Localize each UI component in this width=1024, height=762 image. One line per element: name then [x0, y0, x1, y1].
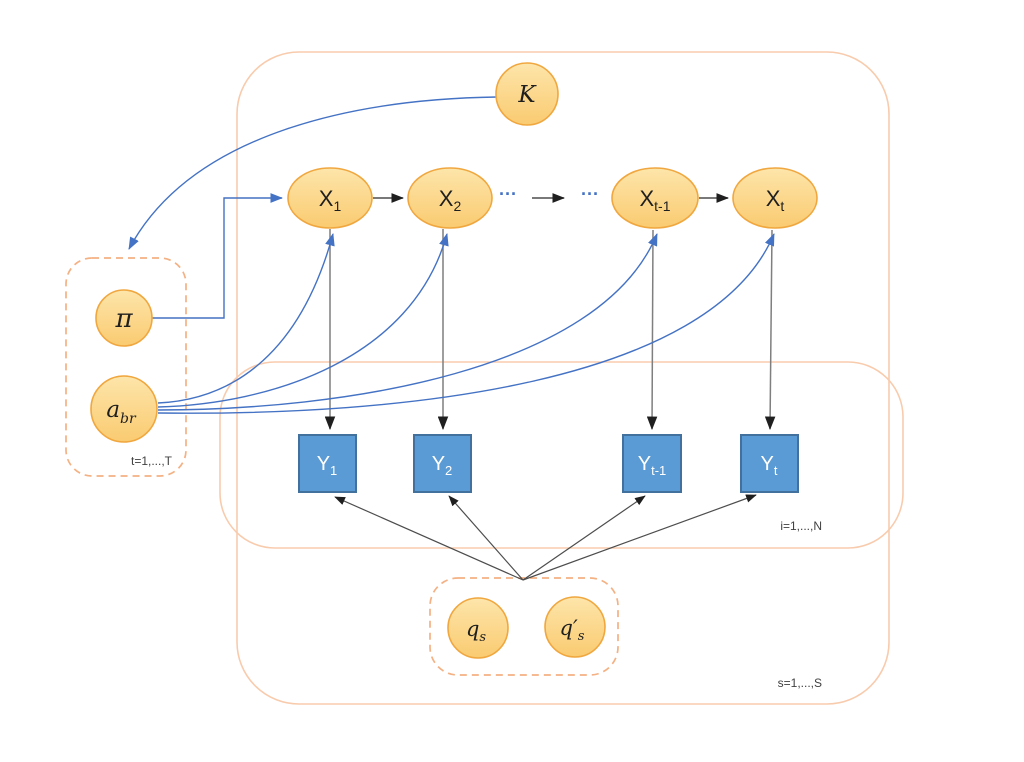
node-qs-sub: s [479, 630, 486, 645]
node-pi-circle [95, 289, 153, 347]
node-k-circle [495, 62, 559, 126]
plate-t-dashed [65, 257, 187, 477]
plate-s-label: s=1,...,S [778, 676, 822, 690]
node-yt1-square [622, 434, 682, 493]
chain-ellipsis-right: ··· [581, 184, 599, 204]
edge-xt-yt [764, 229, 776, 431]
node-yt1: Yt-1 [622, 434, 682, 493]
node-k: K [495, 62, 559, 126]
node-k-label: K [517, 82, 537, 108]
node-x1-sub: 1 [333, 198, 341, 214]
node-qprimes-base: q′ [560, 616, 578, 640]
node-qs-label: qs [466, 617, 486, 645]
node-yt-sub: t [774, 463, 778, 478]
node-y2-base: Y [432, 453, 445, 475]
node-x2-base: X [439, 186, 454, 211]
node-qs-base: q [466, 617, 479, 641]
node-xt-sub: t [780, 198, 784, 214]
node-qprimes: q′s [544, 596, 606, 658]
edge-q-yt [522, 494, 757, 581]
node-yt1-label: Yt-1 [638, 453, 667, 478]
node-qprimes-circle [544, 596, 606, 658]
node-x1: X1 [287, 167, 373, 229]
node-x1-ellipse [287, 167, 373, 229]
edge-q-y1 [334, 496, 524, 581]
edge-abr-x2 [157, 233, 449, 408]
plate-q-dashed [429, 577, 619, 676]
node-x2: X2 [407, 167, 493, 229]
node-qprimes-sub: s [578, 629, 585, 644]
edge-abr-xt [157, 233, 775, 414]
node-xt-base: X [766, 186, 781, 211]
node-y1: Y1 [298, 434, 357, 493]
node-xt-ellipse [732, 167, 818, 229]
node-xt-label: Xt [766, 186, 785, 214]
node-xt1-label: Xt-1 [639, 186, 670, 214]
node-x2-ellipse [407, 167, 493, 229]
plate-i [219, 361, 904, 549]
node-xt: Xt [732, 167, 818, 229]
blue-arrows [128, 96, 775, 414]
node-yt1-base: Y [638, 453, 651, 475]
emission-arrows [324, 229, 776, 431]
node-y1-square [298, 434, 357, 493]
node-qs: qs [447, 597, 509, 659]
q-fan-arrows [334, 494, 757, 581]
edge-xt1-yt1 [646, 229, 658, 431]
node-yt-label: Yt [761, 453, 778, 478]
edge-q-y2 [448, 495, 524, 581]
node-y2-label: Y2 [432, 453, 453, 478]
node-yt-square [740, 434, 799, 493]
edge-abr-xt1 [157, 233, 658, 411]
node-x2-sub: 2 [453, 198, 461, 214]
node-abr-label: abr [106, 397, 137, 427]
chain-ellipsis-left: ··· [499, 184, 517, 204]
plate-i-label: i=1,...,N [780, 519, 822, 533]
node-y1-sub: 1 [330, 463, 337, 478]
node-xt1-sub: t-1 [654, 198, 671, 214]
node-xt1: Xt-1 [611, 167, 699, 229]
node-abr-base: a [106, 397, 120, 423]
node-x1-base: X [319, 186, 334, 211]
node-abr-circle [90, 375, 158, 443]
node-qprimes-label: q′s [560, 616, 585, 644]
node-x2-label: X2 [439, 186, 462, 214]
edge-k-tplate [128, 96, 498, 250]
node-xt1-ellipse [611, 167, 699, 229]
edge-pi-x1 [152, 193, 283, 319]
node-yt-base: Y [761, 453, 774, 475]
node-qs-circle [447, 597, 509, 659]
node-y2-sub: 2 [445, 463, 452, 478]
node-abr-sub: br [120, 411, 137, 427]
edge-abr-x1 [157, 233, 335, 404]
node-pi: π [95, 289, 153, 347]
node-xt1-base: X [639, 186, 654, 211]
node-y2: Y2 [413, 434, 472, 493]
node-yt: Yt [740, 434, 799, 493]
node-y1-label: Y1 [317, 453, 338, 478]
node-yt1-sub: t-1 [651, 463, 666, 478]
node-abr: abr [90, 375, 158, 443]
node-x1-label: X1 [319, 186, 342, 214]
edge-q-yt1 [522, 495, 646, 581]
node-y2-square [413, 434, 472, 493]
node-y1-base: Y [317, 453, 330, 475]
plate-t-label: t=1,...,T [131, 454, 173, 468]
node-pi-label: π [114, 304, 133, 334]
